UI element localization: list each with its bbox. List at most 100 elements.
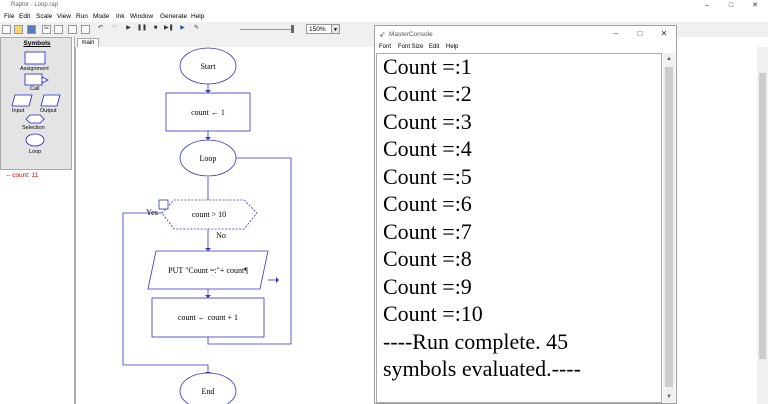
no-label: No bbox=[216, 231, 226, 240]
output-symbol-icon[interactable] bbox=[40, 94, 61, 107]
console-menu-edit[interactable]: Edit bbox=[429, 44, 440, 50]
assignment-symbol-icon[interactable] bbox=[24, 51, 46, 65]
scroll-down-icon[interactable]: ▼ bbox=[666, 394, 672, 400]
yes-label: Yes bbox=[146, 208, 158, 217]
assign-increment-box[interactable] bbox=[151, 297, 265, 338]
console-maximize-button[interactable]: □ bbox=[637, 29, 643, 38]
app-title: Raptor - Loop.rap bbox=[11, 2, 59, 8]
open-folder-icon[interactable] bbox=[14, 25, 23, 34]
console-scrollbar[interactable]: ▲ ▼ bbox=[663, 53, 675, 403]
step-icon[interactable]: ▶❚ bbox=[164, 25, 174, 31]
paste-icon[interactable] bbox=[68, 25, 77, 34]
console-line: Count =:1 bbox=[383, 54, 472, 79]
close-button[interactable]: ✕ bbox=[752, 2, 758, 9]
console-menu-help[interactable]: Help bbox=[446, 44, 459, 50]
end-terminal[interactable] bbox=[179, 372, 237, 404]
menu-bar: File Edit Scale View Run Mode Ink Window… bbox=[0, 11, 768, 22]
arrowhead bbox=[205, 248, 211, 251]
assign-count-1-box[interactable] bbox=[165, 92, 251, 132]
console-minimize-button[interactable]: – bbox=[613, 29, 619, 38]
menu-mode[interactable]: Mode bbox=[93, 13, 110, 20]
assignment-label: Assignment bbox=[20, 66, 49, 72]
master-console-window: ➶ MasterConsole – □ ✕ Font Font Size Edi… bbox=[374, 25, 677, 404]
stop-icon[interactable]: ■ bbox=[153, 25, 158, 31]
arrowhead bbox=[205, 137, 211, 140]
left-panel: Symbols Assignment Call Input Output Sel… bbox=[0, 37, 75, 404]
step-into-icon[interactable]: ▶ bbox=[180, 25, 185, 31]
cut-icon[interactable]: ✂ bbox=[42, 25, 51, 34]
menu-help[interactable]: Help bbox=[191, 13, 205, 20]
console-menu-font-size[interactable]: Font Size bbox=[398, 44, 424, 50]
new-file-icon[interactable] bbox=[2, 25, 11, 34]
console-line: Count =:5 bbox=[383, 164, 472, 189]
menu-generate[interactable]: Generate bbox=[160, 13, 188, 20]
selection-symbol-icon[interactable] bbox=[25, 114, 45, 124]
save-icon[interactable] bbox=[27, 25, 36, 34]
symbols-palette: Symbols Assignment Call Input Output Sel… bbox=[0, 37, 72, 170]
console-close-button[interactable]: ✕ bbox=[660, 29, 668, 38]
arrowhead bbox=[205, 90, 211, 93]
loop-oval[interactable] bbox=[179, 139, 237, 177]
start-terminal[interactable] bbox=[179, 47, 237, 85]
console-title: MasterConsole bbox=[389, 31, 433, 38]
pause-icon[interactable]: ❚❚ bbox=[137, 25, 148, 31]
arrowhead bbox=[205, 295, 211, 298]
scroll-up-icon[interactable]: ▲ bbox=[666, 56, 672, 62]
play-icon[interactable]: ▶ bbox=[126, 25, 131, 31]
console-line: Count =:8 bbox=[383, 246, 472, 271]
exit-line bbox=[122, 212, 209, 375]
console-output[interactable]: Count =:1 Count =:2 Count =:3 Count =:4 … bbox=[376, 53, 662, 403]
console-line: Count =:3 bbox=[383, 109, 472, 134]
symbols-shapes bbox=[11, 51, 61, 147]
chevron-down-icon[interactable]: ▼ bbox=[331, 25, 339, 33]
zoom-select[interactable]: 150% ▼ bbox=[306, 24, 340, 34]
menu-edit[interactable]: Edit bbox=[19, 13, 31, 20]
tab-strip bbox=[75, 37, 375, 47]
menu-ink[interactable]: Ink bbox=[116, 13, 125, 20]
console-menu-font[interactable]: Font bbox=[379, 44, 392, 50]
console-line: Count =:4 bbox=[383, 136, 472, 161]
call-symbol-icon[interactable] bbox=[24, 73, 43, 86]
console-line: Count =:2 bbox=[383, 81, 472, 106]
console-line: Count =:10 bbox=[383, 301, 483, 326]
output-parallelogram[interactable] bbox=[147, 250, 269, 290]
condition-label: count > 10 bbox=[192, 210, 226, 219]
redo-icon[interactable]: ↷ bbox=[111, 25, 118, 31]
pen-icon[interactable]: ✎ bbox=[193, 25, 200, 31]
undo-icon[interactable]: ↶ bbox=[97, 25, 104, 31]
end-label: End bbox=[202, 387, 215, 396]
speed-slider-thumb[interactable] bbox=[291, 25, 294, 33]
speed-slider-track[interactable] bbox=[240, 29, 292, 30]
print-icon[interactable] bbox=[81, 25, 90, 34]
console-scrollbar-thumb[interactable] bbox=[665, 67, 673, 387]
copy-icon[interactable] bbox=[54, 25, 63, 34]
minimize-button[interactable]: – bbox=[705, 2, 709, 9]
tab-main[interactable]: main bbox=[77, 38, 99, 47]
console-line: Count =:7 bbox=[383, 219, 472, 244]
output-label: Output bbox=[40, 108, 57, 114]
console-line: Count =:9 bbox=[383, 274, 472, 299]
condition-hexagon[interactable] bbox=[161, 199, 258, 230]
input-symbol-icon[interactable] bbox=[11, 94, 33, 107]
console-titlebar: ➶ MasterConsole – □ ✕ bbox=[375, 26, 676, 43]
menu-run[interactable]: Run bbox=[76, 13, 88, 20]
loop-symbol-icon[interactable] bbox=[25, 133, 45, 147]
call-arrow-icon bbox=[41, 76, 49, 84]
breakpoint-toggle[interactable] bbox=[158, 199, 169, 210]
console-line: Count =:6 bbox=[383, 191, 472, 216]
menu-window[interactable]: Window bbox=[130, 13, 154, 20]
zoom-value: 150% bbox=[309, 26, 326, 33]
maximize-button[interactable]: □ bbox=[728, 2, 734, 9]
loop-label: Loop bbox=[29, 149, 42, 155]
symbols-header: Symbols bbox=[23, 40, 51, 47]
canvas-scrollbar-thumb[interactable] bbox=[759, 73, 766, 359]
loop-back-line bbox=[207, 157, 292, 345]
menu-view[interactable]: View bbox=[57, 13, 71, 20]
flowchart-svg: Start count ← 1 Loop Yes count > 10 No P… bbox=[122, 47, 292, 404]
flowchart-canvas[interactable]: Start count ← 1 Loop Yes count > 10 No P… bbox=[75, 47, 376, 404]
selection-label: Selection bbox=[22, 125, 45, 131]
canvas-scrollbar[interactable] bbox=[757, 47, 768, 404]
menu-scale[interactable]: Scale bbox=[36, 13, 53, 20]
input-label: Input bbox=[12, 108, 25, 114]
menu-file[interactable]: File bbox=[4, 13, 15, 20]
